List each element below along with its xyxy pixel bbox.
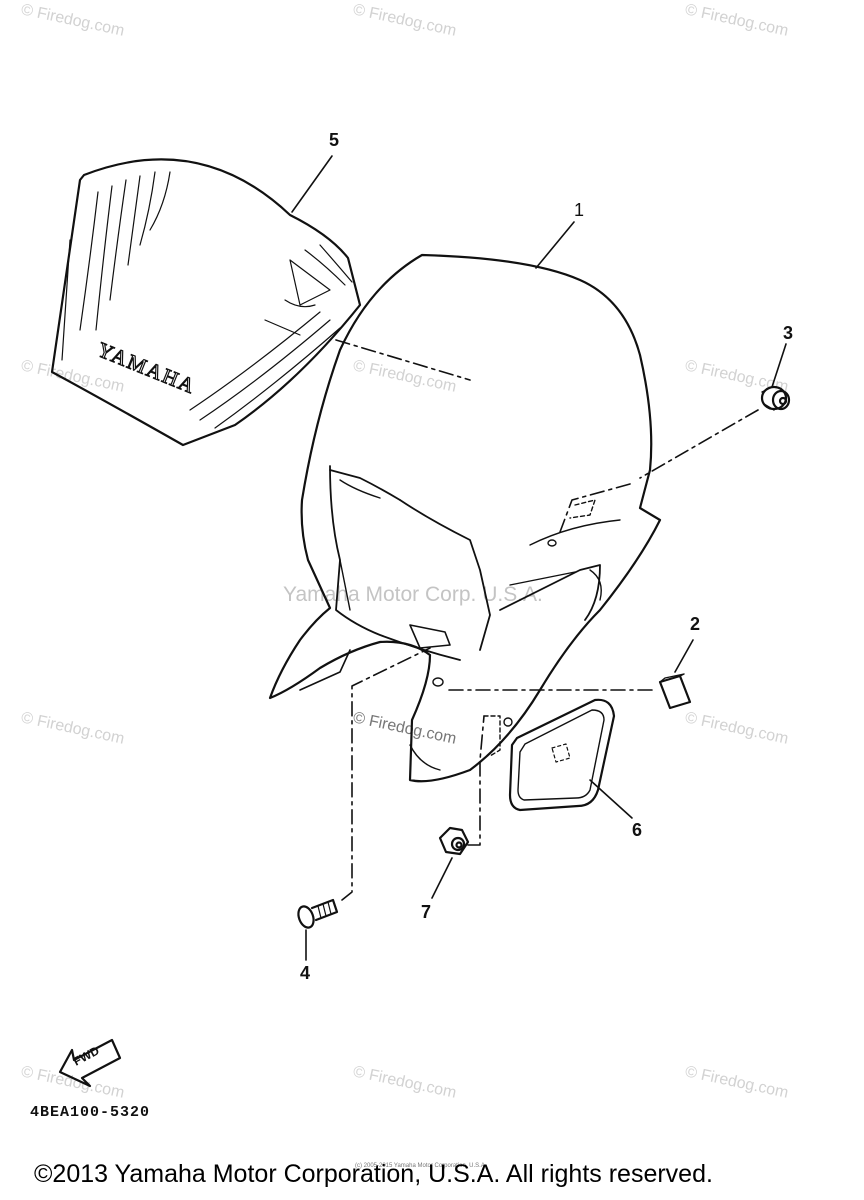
grommet-part-3: [559, 343, 791, 533]
callout-part-1: 1: [574, 200, 585, 220]
callout-part-2: 2: [690, 614, 701, 634]
callout-part-3: 3: [783, 323, 794, 343]
callout-part-5: 5: [329, 130, 340, 150]
callout-part-7: 7: [421, 902, 432, 922]
screw-part-4: [297, 647, 431, 961]
lens-part-6: [483, 698, 633, 819]
windscreen-logo: YAMAHA: [94, 337, 200, 398]
windscreen-part-5: [50, 155, 362, 447]
headlight-cowl-part-1: [268, 221, 662, 783]
cushion-part-2: [445, 639, 694, 710]
nut-part-7: [431, 715, 485, 899]
diagram-code: 4BEA100-5320: [30, 1104, 151, 1121]
callout-part-4: 4: [300, 963, 311, 983]
callout-part-6: 6: [632, 820, 643, 840]
small-notice: (c) 2005-2015 Yamaha Motor Corporation, …: [355, 1163, 487, 1169]
copyright-footer: ©2013 Yamaha Motor Corporation, U.S.A. A…: [34, 1160, 713, 1188]
fwd-arrow-icon: [58, 1038, 122, 1088]
